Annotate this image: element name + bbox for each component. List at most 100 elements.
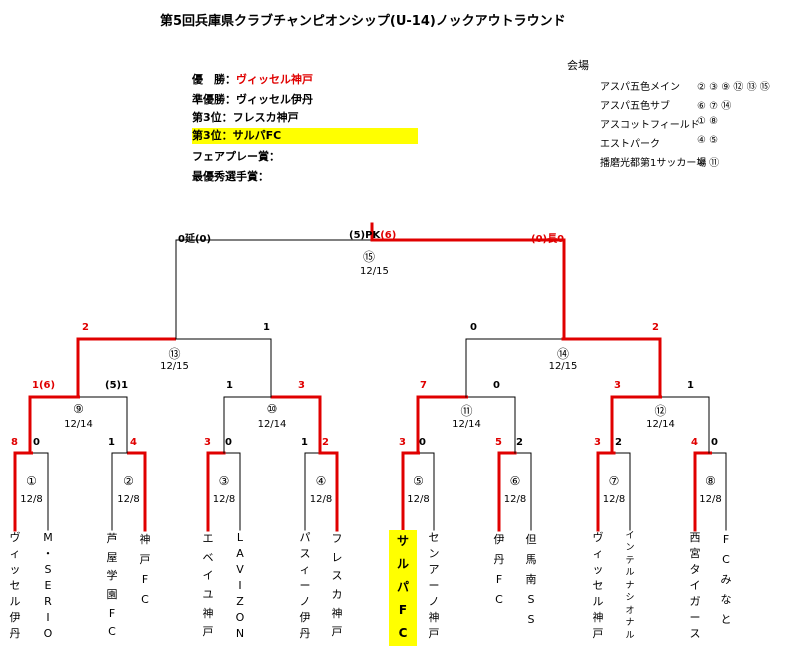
page-title: 第5回兵庫県クラブチャンピオンシップ(U-14)ノックアウトラウンド [160, 14, 566, 29]
venue-matches-3: ① ⑧ [697, 116, 719, 127]
fairplay-label: フェアプレー賞 [192, 150, 269, 163]
venue-name-2: アスパ五色サブ [600, 101, 670, 112]
mvp-value: ： [258, 170, 269, 183]
r1-score-left-7: 3 [594, 437, 601, 448]
qf-score-right-2: 3 [298, 380, 305, 391]
r1-match-number-4: ④ [315, 474, 327, 488]
venue-matches-1: ② ③ ⑨ ⑫ ⑬ ⑮ [697, 82, 770, 93]
sf-score-left-1: 2 [82, 322, 89, 333]
fairplay-row: フェアプレー賞： [192, 149, 280, 165]
fairplay-value: ： [269, 150, 280, 163]
champion-row: 優 勝：ヴィッセル神戸 [192, 72, 313, 88]
sf-match-number-1: ⑬ [168, 347, 181, 361]
qf-score-left-3: 7 [420, 380, 427, 391]
sf-score-right-1: 1 [263, 322, 270, 333]
r1-match-date-7: 12/8 [602, 494, 626, 505]
qf-score-right-4: 1 [687, 380, 694, 391]
r1-score-right-2: 4 [130, 437, 137, 448]
r1-match-number-2: ② [123, 474, 134, 488]
qf-match-number-1: ⑨ [73, 402, 84, 416]
team-name-10: センアーノ神戸 [428, 531, 440, 640]
qf-match-date-4: 12/14 [646, 419, 675, 430]
r1-score-left-1: 8 [11, 437, 18, 448]
sf-score-right-2: 2 [652, 322, 659, 333]
r1-match-date-1: 12/8 [20, 494, 43, 505]
third-place-row-2: 第3位：サルパFC [192, 128, 418, 144]
qf-match-date-3: 12/14 [452, 419, 481, 430]
venue-name-5: 播磨光都第1サッカー場 [600, 158, 707, 169]
final-right-score: (0)長0 [531, 234, 565, 245]
third-place-value-1: ：フレスカ神戸 [221, 111, 299, 124]
r1-match-number-1: ① [26, 474, 37, 488]
third-place-row-1: 第3位：フレスカ神戸 [192, 110, 299, 126]
third-place-label-2: 第3位 [192, 129, 222, 142]
team-name-1: ヴィッセル伊丹 [9, 531, 21, 640]
final-left-score: 0延(0) [178, 234, 212, 245]
final-pk-left: (5)P [349, 230, 373, 241]
qf-match-number-3: ⑪ [460, 404, 473, 418]
sf-score-left-2: 0 [470, 322, 477, 333]
r1-score-left-2: 1 [108, 437, 115, 448]
mvp-label: 最優秀選手賞 [192, 170, 258, 183]
r1-match-date-4: 12/8 [309, 494, 333, 505]
sf-match-date-1: 12/15 [160, 361, 189, 372]
venue-matches-2: ⑥ ⑦ ⑭ [697, 101, 732, 112]
r1-score-left-6: 5 [495, 437, 502, 448]
venue-name-4: エストパーク [600, 139, 660, 150]
r1-score-right-8: 0 [711, 437, 718, 448]
runner-up-value: ヴィッセル伊丹 [236, 93, 313, 106]
team-name-8: フレスカ神戸 [331, 532, 343, 639]
runner-up-row: 準優勝：ヴィッセル伊丹 [192, 92, 313, 108]
r1-match-number-8: ⑧ [705, 474, 716, 488]
r1-score-right-6: 2 [516, 437, 523, 448]
r1-match-number-3: ③ [218, 474, 230, 488]
venue-name-1: アスパ五色メイン [600, 82, 680, 93]
venue-matches-5: ⑩ ⑪ [697, 158, 720, 169]
r1-match-number-5: ⑤ [413, 474, 424, 488]
qf-match-number-4: ⑫ [654, 404, 667, 418]
r1-score-right-5: 0 [419, 437, 426, 448]
r1-match-number-6: ⑥ [509, 474, 521, 488]
runner-up-label: 準優勝： [192, 93, 236, 106]
final-match-date: 12/15 [360, 266, 389, 277]
r1-match-date-5: 12/8 [407, 494, 430, 505]
team-name-15: 西宮タイガース [689, 531, 701, 640]
final-pk-label: (5)PK(6) [349, 230, 396, 241]
qf-score-right-1: (5)1 [105, 380, 129, 391]
r1-match-date-8: 12/8 [699, 494, 722, 505]
qf-score-left-1: 1(6) [32, 380, 56, 391]
qf-match-number-2: ⑩ [266, 402, 278, 416]
venue-matches-4: ④ ⑤ [697, 135, 719, 146]
r1-match-date-6: 12/8 [503, 494, 527, 505]
r1-score-right-1: 0 [33, 437, 40, 448]
r1-match-date-3: 12/8 [212, 494, 236, 505]
qf-score-left-2: 1 [226, 380, 233, 391]
qf-score-right-3: 0 [493, 380, 500, 391]
mvp-row: 最優秀選手賞： [192, 169, 269, 185]
qf-match-date-2: 12/14 [257, 419, 287, 430]
r1-match-date-2: 12/8 [117, 494, 140, 505]
sf-match-date-2: 12/15 [548, 361, 578, 372]
r1-score-left-5: 3 [399, 437, 406, 448]
final-match-number: ⑮ [363, 250, 376, 264]
r1-score-left-4: 1 [301, 437, 308, 448]
venue-name-3: アスコットフィールド [600, 120, 700, 131]
champion-label: 優 勝： [192, 73, 236, 86]
r1-score-right-3: 0 [225, 437, 232, 448]
team-name-7: パスィーノ伊丹 [299, 531, 311, 640]
r1-match-number-7: ⑦ [608, 474, 620, 488]
r1-score-right-4: 2 [322, 437, 329, 448]
team-name-5: エベイユ神戸 [202, 532, 214, 639]
final-pk-right: (6) [380, 230, 397, 241]
venue-header: 会場 [567, 59, 589, 72]
team-name-14: インテルナシオナル [625, 531, 635, 641]
